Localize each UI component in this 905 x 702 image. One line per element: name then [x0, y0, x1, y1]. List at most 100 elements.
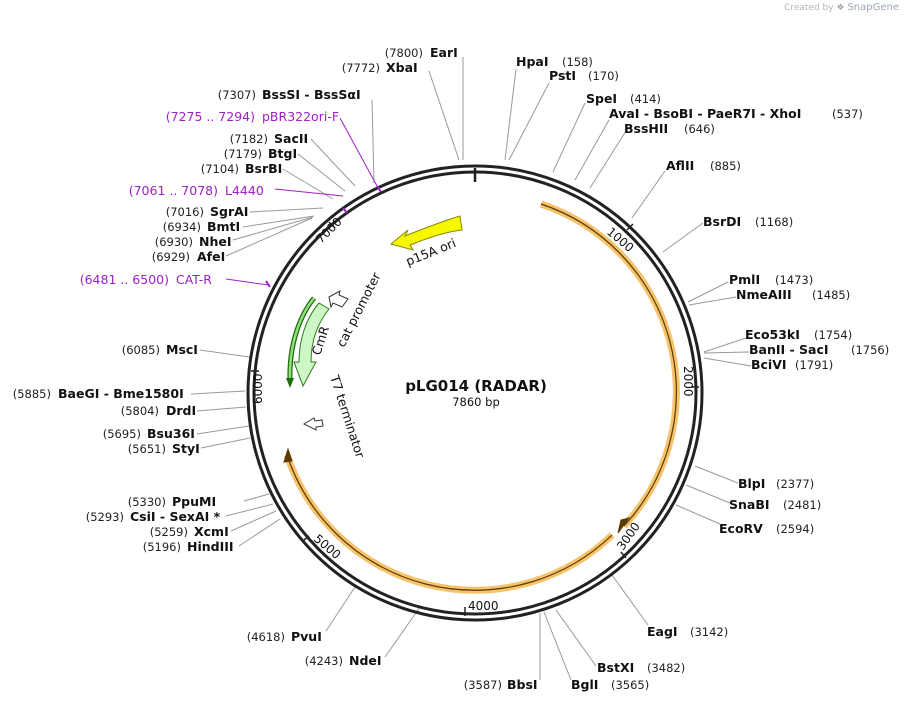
site-position-label: (7182) [230, 132, 268, 146]
site-name-label: SnaBI [729, 497, 770, 512]
site-position-label: (646) [684, 122, 715, 136]
site-position-label: (1168) [755, 215, 793, 229]
site-ppuMI[interactable]: (5330)PpuMI [128, 494, 216, 509]
snapgene-credit: Created by ❖ SnapGene [784, 2, 899, 13]
site-sacII[interactable]: (7182)SacII [230, 131, 308, 146]
site-ecoRV[interactable]: EcoRV(2594) [719, 521, 814, 536]
site-csiI-sexAI[interactable]: (5293)CsiI - SexAI * [86, 509, 221, 524]
site-position-label: (5330) [128, 495, 166, 509]
primer-mark-pbr322ori-f [376, 185, 382, 193]
site-nheI[interactable]: (6930) NheI [155, 234, 232, 249]
site-styI[interactable]: (5651)StyI [128, 441, 200, 456]
site-bciVI[interactable]: BciVI (1791) [751, 357, 833, 372]
site-name-label: L4440 [225, 183, 264, 198]
site-position-label: (414) [630, 92, 661, 106]
site-position-label: (6481 .. 6500) [80, 272, 169, 287]
site-baeGI-group[interactable]: (5885)BaeGI - Bme1580I [13, 386, 184, 401]
primer-pbr322ori-f[interactable]: (7275 .. 7294)pBR322ori-F [166, 109, 339, 124]
site-drdI[interactable]: (5804)DrdI [121, 403, 196, 418]
site-xbaI[interactable]: (7772)XbaI [342, 60, 418, 75]
site-name-label: BaeGI - Bme1580I [58, 386, 184, 401]
site-position-label: (3482) [647, 661, 685, 675]
site-mscI[interactable]: (6085)MscI [122, 342, 198, 357]
site-position-label: (2594) [776, 522, 814, 536]
site-bsrDI[interactable]: BsrDI(1168) [703, 214, 793, 229]
site-position-label: (7275 .. 7294) [166, 109, 255, 124]
site-bmtI[interactable]: (6934)BmtI [163, 219, 240, 234]
site-aflII[interactable]: AflII(885) [666, 158, 741, 173]
site-labels: (7800)EarI (7772)XbaI HpaI(158) PstI (170… [13, 45, 890, 692]
site-name-label: AflII [666, 158, 694, 173]
site-hpaI[interactable]: HpaI(158) [516, 54, 593, 69]
feature-t7-terminator [302, 417, 324, 431]
site-position-label: (1485) [812, 288, 850, 302]
site-nmeAIII[interactable]: NmeAIII(1485) [736, 287, 850, 302]
site-xcmI[interactable]: (5259)XcmI [150, 524, 229, 539]
primer-mark-cat-r [265, 280, 271, 288]
site-position-label: (7179) [224, 147, 262, 161]
site-name-label: BtgI [268, 146, 297, 161]
credit-brand: SnapGene [847, 2, 899, 13]
site-eco53kI[interactable]: Eco53kI(1754) [745, 327, 852, 342]
site-banII-sacI[interactable]: BanII - SacI(1756) [749, 342, 889, 357]
site-bstXI[interactable]: BstXI (3482) [597, 660, 685, 675]
site-name-label: PstI [549, 68, 576, 83]
site-name-label: NheI [199, 234, 232, 249]
site-earI[interactable]: (7800)EarI [385, 45, 458, 60]
site-name-label: BssSI - BssSαI [262, 87, 361, 102]
site-pmlI[interactable]: PmlI(1473) [729, 272, 813, 287]
site-sgrAI[interactable]: (7016)SgrAI [166, 204, 249, 219]
feature-cmr-outer-arc [286, 296, 316, 388]
site-position-label: (4243) [305, 654, 343, 668]
site-afeI[interactable]: (6929)AfeI [152, 249, 226, 264]
site-hindIII[interactable]: (5196)HindIII [143, 539, 234, 554]
backbone-outer [246, 164, 704, 622]
site-name-label: BssHII [624, 121, 668, 136]
site-bssSI-group[interactable]: (7307) BssSI - BssSαI [218, 87, 361, 102]
site-bbsI[interactable]: (3587)BbsI [464, 677, 538, 692]
feature-cat-promoter [328, 290, 349, 309]
site-position-label: (6929) [152, 250, 190, 264]
site-position-label: (4618) [247, 630, 285, 644]
site-bssHII[interactable]: BssHII (646) [624, 121, 715, 136]
site-bsu36I[interactable]: (5695)Bsu36I [103, 426, 195, 441]
site-name-label: BsrBI [245, 161, 282, 176]
site-name-label: AvaI - BsoBI - PaeR7I - XhoI [609, 106, 801, 121]
site-position-label: (1754) [814, 328, 852, 342]
site-position-label: (170) [588, 69, 619, 83]
site-name-label: CsiI - SexAI * [130, 509, 221, 524]
primer-mark-l4440 [342, 207, 348, 214]
site-pstI[interactable]: PstI (170) [549, 68, 619, 83]
site-position-label: (2377) [776, 477, 814, 491]
site-position-label: (7307) [218, 88, 256, 102]
site-position-label: (1791) [795, 358, 833, 372]
site-avaI-group[interactable]: AvaI - BsoBI - PaeR7I - XhoI(537) [609, 106, 863, 121]
site-bglI[interactable]: BglI(3565) [571, 677, 649, 692]
site-eagI[interactable]: EagI (3142) [647, 624, 728, 639]
site-position-label: (3142) [690, 625, 728, 639]
site-ndeI[interactable]: (4243)NdeI [305, 653, 382, 668]
site-position-label: (3565) [611, 678, 649, 692]
site-speI[interactable]: SpeI(414) [586, 91, 661, 106]
site-pvuI[interactable]: (4618)PvuI [247, 629, 322, 644]
site-position-label: (5196) [143, 540, 181, 554]
site-name-label: BmtI [207, 219, 240, 234]
site-bsrBI[interactable]: (7104)BsrBI [201, 161, 283, 176]
site-name-label: BciVI [751, 357, 787, 372]
site-name-label: CAT-R [176, 272, 212, 287]
site-position-label: (7772) [342, 61, 380, 75]
primer-cat-r[interactable]: (6481 .. 6500) CAT-R [80, 272, 213, 287]
site-position-label: (6930) [155, 235, 193, 249]
site-position-label: (5695) [103, 427, 141, 441]
site-name-label: XcmI [194, 524, 229, 539]
orf-arc-2 [283, 447, 615, 594]
site-snaBI[interactable]: SnaBI (2481) [729, 497, 821, 512]
site-name-label: EagI [647, 624, 678, 639]
site-blpI[interactable]: BlpI(2377) [738, 476, 814, 491]
site-position-label: (2481) [783, 498, 821, 512]
site-btgI[interactable]: (7179) BtgI [224, 146, 297, 161]
site-position-label: (158) [562, 55, 593, 69]
primer-l4440[interactable]: (7061 .. 7078)L4440 [129, 183, 264, 198]
site-name-label: BstXI [597, 660, 634, 675]
site-position-label: (6085) [122, 343, 160, 357]
